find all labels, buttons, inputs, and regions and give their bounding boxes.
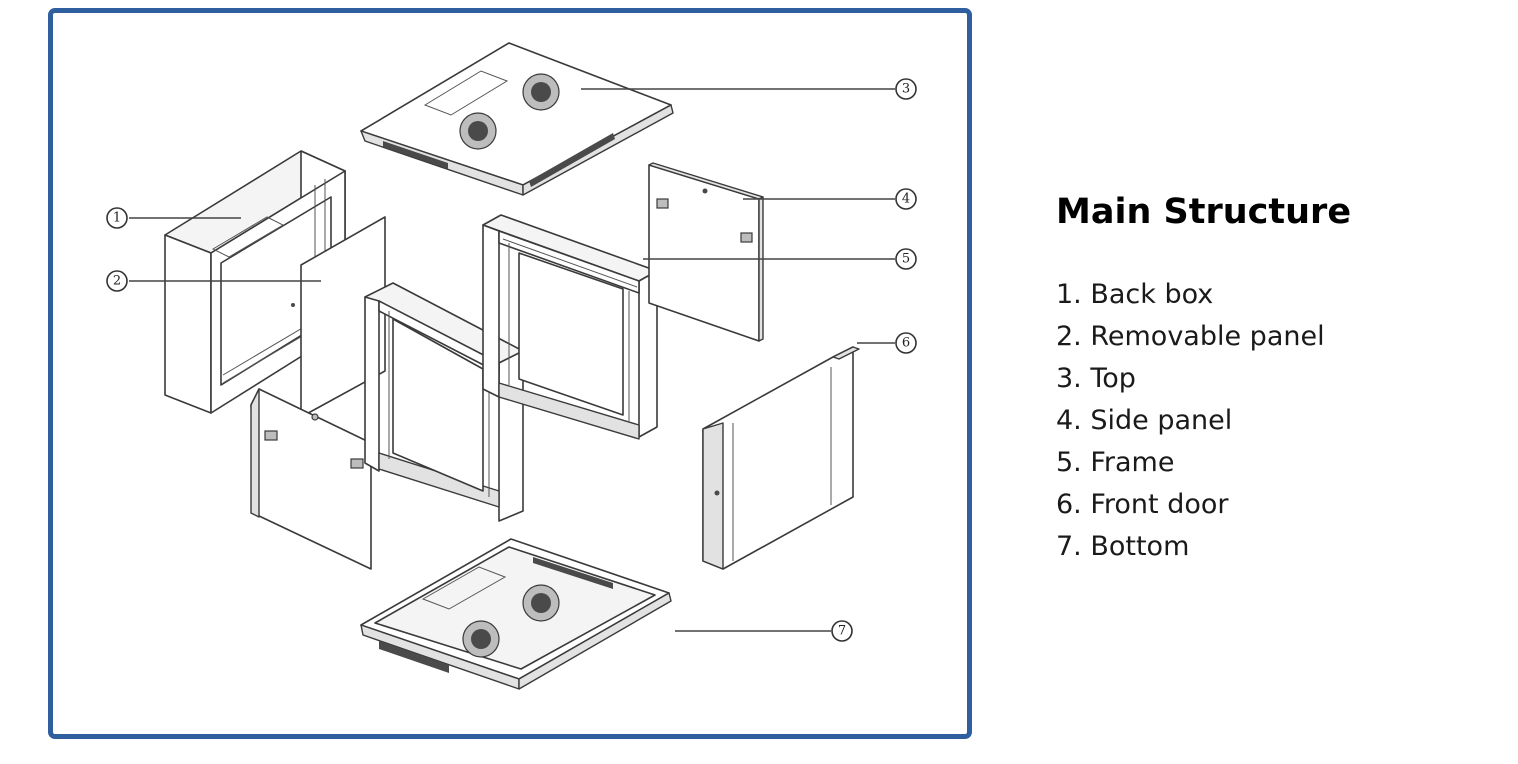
part-bottom bbox=[360, 538, 672, 690]
legend-title: Main Structure bbox=[1056, 192, 1352, 232]
leader-lines bbox=[129, 88, 895, 632]
legend-item-removable-panel: 2. Removable panel bbox=[1056, 321, 1325, 352]
callout-7-number: 7 bbox=[838, 624, 846, 639]
callout-7: 7 bbox=[831, 620, 853, 642]
legend-list: 1. Back box 2. Removable panel 3. Top 4.… bbox=[1056, 274, 1496, 568]
exploded-diagram: 1 2 3 4 5 6 7 bbox=[48, 8, 972, 739]
callout-6-number: 6 bbox=[902, 336, 910, 351]
callout-3-number: 3 bbox=[902, 82, 910, 97]
legend-item-front-door: 6. Front door bbox=[1056, 489, 1229, 520]
callout-1: 1 bbox=[106, 207, 128, 229]
part-top bbox=[360, 42, 674, 196]
legend-item-side-panel: 4. Side panel bbox=[1056, 405, 1233, 436]
callout-2: 2 bbox=[106, 270, 128, 292]
structure-legend: Main Structure 1. Back box 2. Removable … bbox=[1056, 190, 1496, 568]
part-back-box bbox=[164, 150, 346, 414]
part-removable-panel bbox=[291, 216, 386, 418]
callout-6: 6 bbox=[895, 332, 917, 354]
legend-item-top: 3. Top bbox=[1056, 363, 1136, 394]
legend-item-frame: 5. Frame bbox=[1056, 447, 1175, 478]
legend-item-back-box: 1. Back box bbox=[1056, 279, 1214, 310]
callout-2-number: 2 bbox=[113, 274, 121, 289]
part-left-side-door bbox=[250, 388, 372, 570]
callout-4: 4 bbox=[895, 188, 917, 210]
part-front-door bbox=[702, 346, 860, 570]
part-frame-rear bbox=[482, 214, 658, 440]
callout-4-number: 4 bbox=[902, 192, 910, 207]
callout-3: 3 bbox=[895, 78, 917, 100]
callout-1-number: 1 bbox=[113, 211, 121, 226]
part-side-panel bbox=[648, 162, 764, 342]
legend-item-bottom: 7. Bottom bbox=[1056, 531, 1190, 562]
callout-5-number: 5 bbox=[902, 252, 910, 267]
exploded-diagram-drawing: 1 2 3 4 5 6 7 bbox=[106, 42, 917, 690]
callout-5: 5 bbox=[895, 248, 917, 270]
